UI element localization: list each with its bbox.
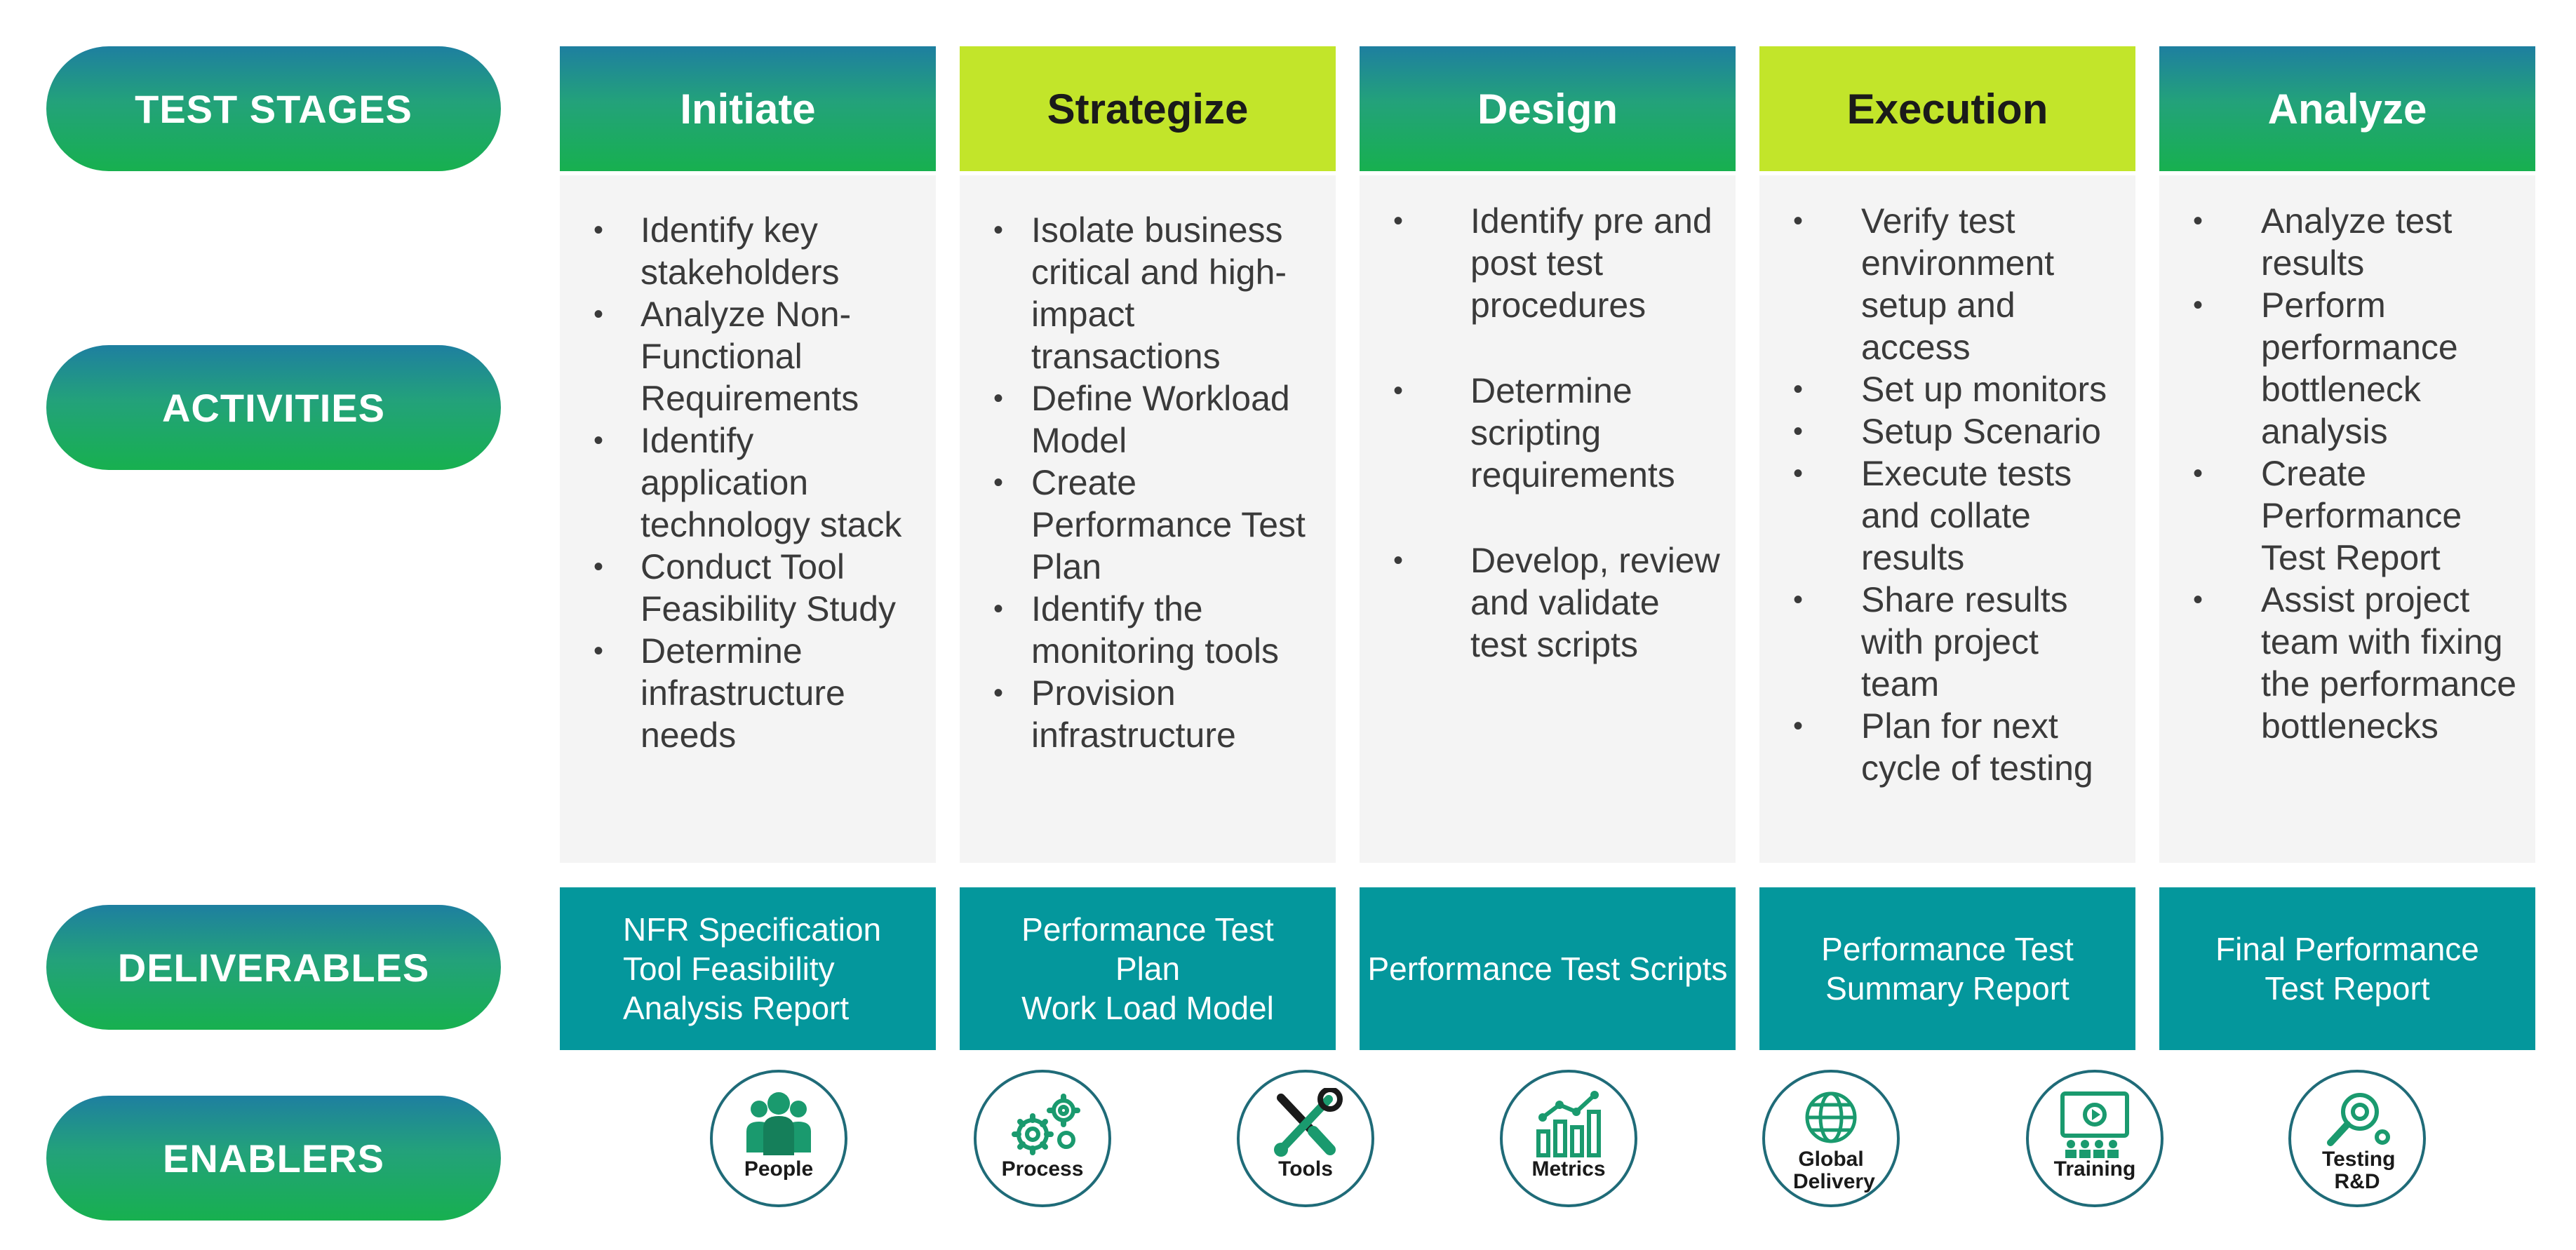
activity-item: Plan for next cycle of testing [1773,705,2121,789]
enabler-tools: Tools [1237,1070,1374,1207]
deliverable-execution: Performance Test Summary Report [1759,887,2135,1050]
row-label-activities: ACTIVITIES [46,345,501,470]
deliverable-initiate: NFR Specification Tool Feasibility Analy… [560,887,936,1050]
activity-item: Perform performance bottleneck analysis [2173,284,2521,452]
deliverable-line: Performance Test [1021,911,1274,948]
chart-icon [1536,1091,1601,1157]
activity-item: Determine infrastructure needs [574,630,922,756]
deliverable-line: Test Report [2265,970,2430,1007]
enabler-metrics: Metrics [1500,1070,1637,1207]
deliverable-line: Work Load Model [1021,990,1274,1026]
enabler-testing-rd: Testing R&D [2288,1070,2426,1207]
activities-initiate: Identify key stakeholders Analyze Non-Fu… [560,175,936,863]
activity-item: Define Workload Model [974,377,1322,462]
globe-icon [1805,1091,1857,1143]
gears-icon [1012,1094,1080,1155]
enabler-people: People [710,1070,847,1207]
stage-header-execution: Execution [1759,46,2135,171]
activity-item: Analyze Non-Functional Requirements [574,293,922,419]
deliverable-line: Final Performance [2215,931,2479,967]
enabler-label: Testing R&D [2322,1148,2396,1193]
row-label-deliverables: DELIVERABLES [46,905,501,1030]
deliverable-design: Performance Test Scripts [1360,887,1736,1050]
stage-header-analyze: Analyze [2159,46,2535,171]
deliverable-line: Performance Test [1821,931,2074,967]
deliverable-line: Analysis Report [623,990,850,1026]
activity-item: Assist project team with fixing the perf… [2173,579,2521,747]
stage-header-design: Design [1360,46,1736,171]
enabler-label: Metrics [1531,1157,1606,1181]
activity-item: Share results with project team [1773,579,2121,705]
enabler-label: Training [2053,1157,2136,1181]
magnifier-gear-icon [2327,1093,2390,1146]
deliverable-line: Performance Test Scripts [1367,950,1728,987]
activity-item: Provision infrastructure [974,672,1322,756]
activity-item: Identify application technology stack [574,419,922,546]
stage-header-strategize: Strategize [960,46,1336,171]
activity-item: Setup Scenario [1773,410,2121,452]
activity-item: Execute tests and collate results [1773,452,2121,579]
people-icon [746,1092,811,1155]
activities-analyze: Analyze test results Perform performance… [2159,175,2535,863]
enabler-label: People [744,1157,814,1181]
enabler-global-delivery: Global Delivery [1762,1070,1900,1207]
deliverable-line: Summary Report [1825,970,2069,1007]
activity-item: Identify the monitoring tools [974,588,1322,672]
activity-item: Determine scripting requirements [1374,370,1722,496]
deliverable-analyze: Final Performance Test Report [2159,887,2535,1050]
deliverable-line: Plan [1115,950,1181,987]
row-label-enablers: ENABLERS [46,1096,501,1221]
activity-item: Set up monitors [1773,368,2121,410]
activity-item: Isolate business critical and high-impac… [974,209,1322,377]
enabler-training: Training [2026,1070,2164,1207]
deliverable-line: Tool Feasibility [623,950,835,987]
stage-header-initiate: Initiate [560,46,936,171]
activity-item: Develop, review and validate test script… [1374,539,1722,666]
tools-icon [1274,1088,1343,1157]
row-label-test-stages: TEST STAGES [46,46,501,171]
enabler-label: Global Delivery [1793,1148,1875,1193]
training-icon [2060,1091,2129,1158]
activity-item: Identify key stakeholders [574,209,922,293]
activity-item: Create Performance Test Plan [974,462,1322,588]
enabler-process: Process [974,1070,1111,1207]
activity-item: Create Performance Test Report [2173,452,2521,579]
activities-design: Identify pre and post test procedures De… [1360,175,1736,863]
activity-item: Analyze test results [2173,200,2521,284]
activity-item: Verify test environment setup and access [1773,200,2121,368]
deliverable-strategize: Performance Test Plan Work Load Model [960,887,1336,1050]
activity-item: Conduct Tool Feasibility Study [574,546,922,630]
activity-item: Identify pre and post test procedures [1374,200,1722,326]
activities-execution: Verify test environment setup and access… [1759,175,2135,863]
enabler-label: Tools [1278,1157,1333,1181]
enabler-label: Process [1001,1157,1084,1181]
activities-strategize: Isolate business critical and high-impac… [960,175,1336,863]
deliverable-line: NFR Specification [623,911,882,948]
